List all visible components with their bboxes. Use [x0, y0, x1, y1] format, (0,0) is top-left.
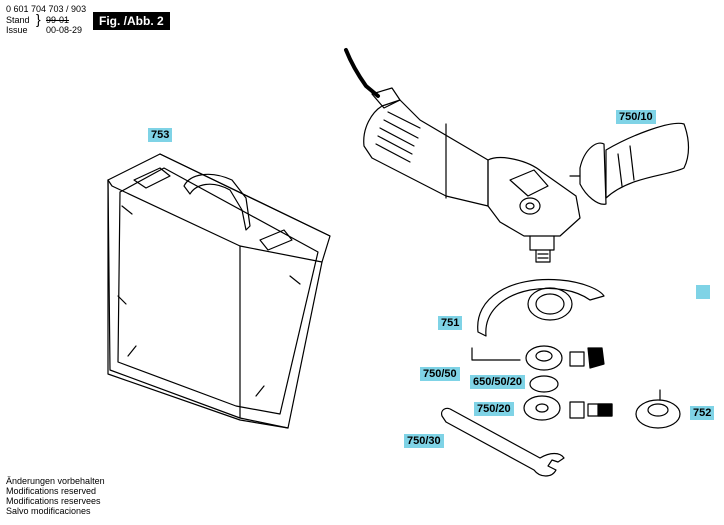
part-label-flange-set: 750/50 [420, 367, 460, 381]
part-label-clamp-nut: 752 [690, 406, 715, 420]
clamp-nut-drawing [635, 389, 681, 429]
issue-label: Issue [6, 25, 28, 35]
stand-value: 99-01 [46, 15, 70, 25]
side-color-marker [696, 285, 710, 299]
doc-number: 0 601 704 703 / 903 [6, 4, 87, 14]
part-label-spanner: 750/30 [404, 434, 444, 448]
stand-label: Stand [6, 15, 30, 25]
angle-grinder-drawing [344, 48, 581, 263]
part-label-guard: 751 [438, 316, 463, 330]
wheel-guard-drawing [477, 278, 605, 337]
part-label-flange: 750/20 [474, 402, 514, 416]
carrying-case-drawing [107, 153, 331, 429]
part-label-o-ring: 650/50/20 [470, 375, 525, 389]
footer-line-es: Salvo modificaciones [6, 506, 91, 516]
footer-line-en: Modifications reserved [6, 486, 97, 496]
footer-line-de: Änderungen vorbehalten [6, 476, 105, 486]
flange-drawing [523, 395, 613, 421]
part-label-handle: 750/10 [616, 110, 656, 124]
side-handle-drawing [569, 122, 690, 205]
part-label-case: 753 [148, 128, 173, 142]
spanner-drawing [441, 407, 565, 477]
flange-set-drawing [471, 345, 605, 393]
brace-icon: } [36, 11, 41, 27]
footer-line-fr: Modifications reservees [6, 496, 101, 506]
issue-value: 00-08-29 [46, 25, 83, 35]
figure-label: Fig. /Abb. 2 [93, 12, 170, 30]
